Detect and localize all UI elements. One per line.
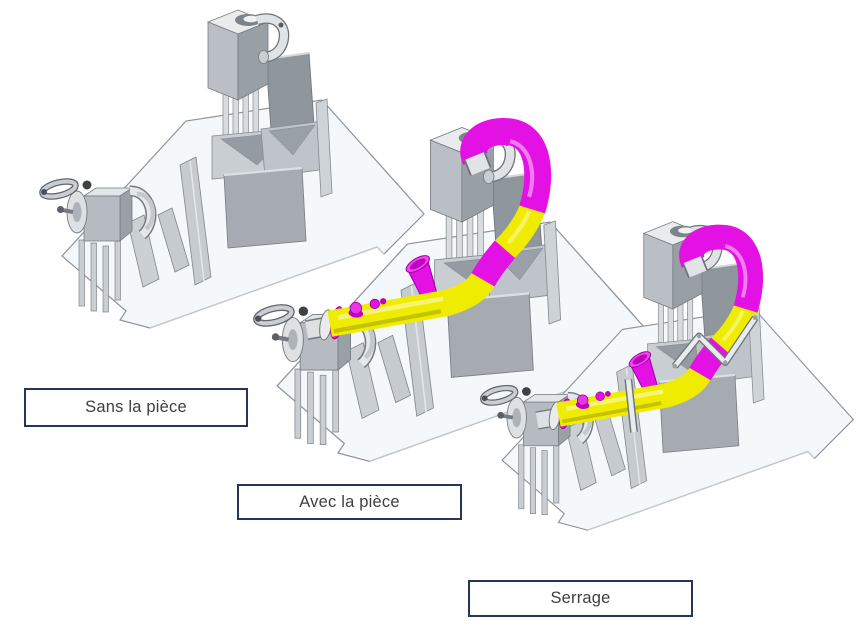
caption-box-avec-la-piece: Avec la pièce — [237, 484, 462, 520]
caption-box-serrage: Serrage — [468, 580, 693, 617]
cad-view-sans-la-piece — [41, 10, 424, 328]
caption-text-sans-la-piece: Sans la pièce — [85, 398, 187, 416]
caption-text-avec-la-piece: Avec la pièce — [299, 492, 400, 511]
fixture-instance-1 — [41, 10, 424, 328]
caption-box-sans-la-piece: Sans la pièce — [24, 388, 248, 427]
caption-text-serrage: Serrage — [550, 589, 611, 607]
